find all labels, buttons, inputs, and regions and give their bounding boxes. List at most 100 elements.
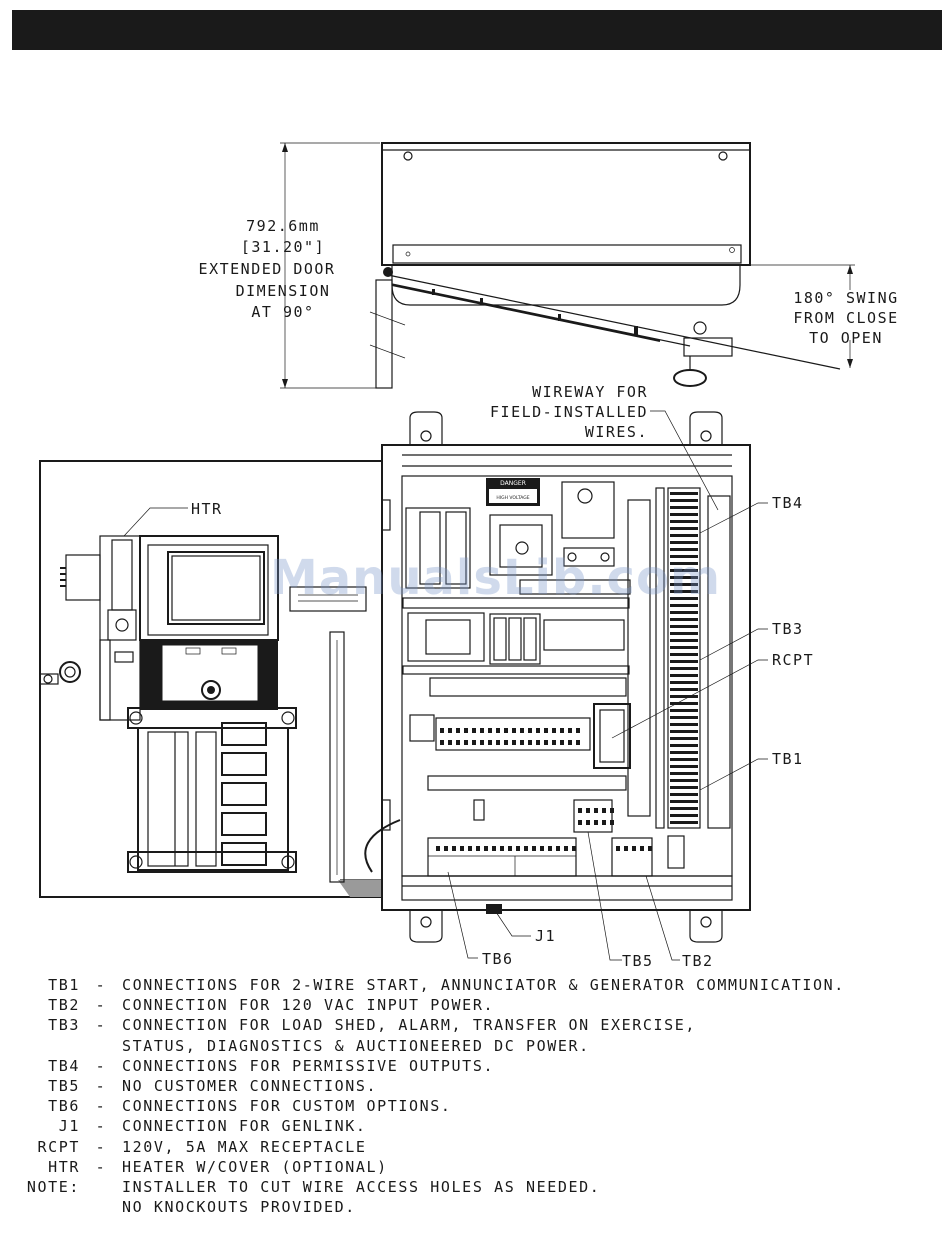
dimension-desc-1: EXTENDED DOOR (199, 260, 336, 278)
terminal-mark (670, 786, 698, 789)
terminal-mark (440, 728, 444, 733)
terminal-mark (610, 820, 614, 825)
terminal-mark (520, 728, 524, 733)
legend-row: TB2-CONNECTION FOR 120 VAC INPUT POWER. (22, 995, 937, 1015)
terminal-mark (670, 772, 698, 775)
terminal-mark (472, 728, 476, 733)
terminal-mark (670, 562, 698, 565)
dimension-desc-3: AT 90° (251, 303, 314, 321)
legend-row: TB5-NO CUSTOMER CONNECTIONS. (22, 1076, 937, 1096)
terminal-mark (670, 779, 698, 782)
terminal-mark (670, 604, 698, 607)
terminal-mark (548, 846, 552, 851)
terminal-mark (556, 846, 560, 851)
legend: TB1-CONNECTIONS FOR 2-WIRE START, ANNUNC… (22, 975, 937, 1217)
legend-desc: CONNECTIONS FOR PERMISSIVE OUTPUTS. (122, 1056, 495, 1075)
callout-tb3: TB3 (772, 620, 804, 638)
legend-row: RCPT-120V, 5A MAX RECEPTACLE (22, 1137, 937, 1157)
legend-desc: CONNECTION FOR LOAD SHED, ALARM, TRANSFE… (122, 1016, 697, 1035)
terminal-mark (508, 846, 512, 851)
terminal-mark (670, 534, 698, 537)
terminal-mark (586, 820, 590, 825)
top-view (280, 142, 855, 389)
danger-label: DANGER (500, 480, 526, 487)
legend-key: TB1 (48, 976, 80, 994)
terminal-mark (484, 846, 488, 851)
note-row: NOTE: INSTALLER TO CUT WIRE ACCESS HOLES… (22, 1177, 937, 1197)
terminal-mark (594, 808, 598, 813)
terminal-mark (602, 808, 606, 813)
terminal-mark (586, 808, 590, 813)
terminal-mark (578, 820, 582, 825)
terminal-mark (670, 688, 698, 691)
terminal-mark (560, 740, 564, 745)
terminal-mark (670, 590, 698, 593)
terminal-mark (648, 846, 652, 851)
terminal-mark (670, 751, 698, 754)
terminal-mark (464, 728, 468, 733)
terminal-mark (536, 728, 540, 733)
legend-row: J1-CONNECTION FOR GENLINK. (22, 1116, 937, 1136)
terminal-mark (670, 583, 698, 586)
terminal-mark (444, 846, 448, 851)
note-row: NO KNOCKOUTS PROVIDED. (22, 1197, 937, 1217)
dimension-desc-2: DIMENSION (236, 282, 331, 300)
note-line-2: NO KNOCKOUTS PROVIDED. (122, 1198, 356, 1217)
terminal-mark (560, 728, 564, 733)
wireway-label-3: WIRES. (585, 423, 648, 441)
legend-desc: CONNECTION FOR 120 VAC INPUT POWER. (122, 996, 495, 1015)
terminal-mark (670, 632, 698, 635)
terminal-mark (670, 520, 698, 523)
terminal-mark (670, 653, 698, 656)
callout-tb6: TB6 (482, 950, 514, 968)
callout-tb2: TB2 (682, 952, 714, 970)
terminal-mark (540, 846, 544, 851)
terminal-mark (496, 740, 500, 745)
terminal-mark (670, 597, 698, 600)
terminal-mark (528, 740, 532, 745)
terminal-mark (456, 728, 460, 733)
legend-key: TB6 (48, 1097, 80, 1116)
terminal-mark (640, 846, 644, 851)
legend-key: TB5 (48, 1077, 80, 1096)
terminal-mark (448, 728, 452, 733)
terminal-mark (516, 846, 520, 851)
terminal-mark (670, 709, 698, 712)
terminal-mark (670, 555, 698, 558)
terminal-mark (544, 728, 548, 733)
dimension-imperial: [31.20"] (241, 238, 325, 256)
legend-row: TB4-CONNECTIONS FOR PERMISSIVE OUTPUTS. (22, 1056, 937, 1076)
terminal-mark (670, 716, 698, 719)
swing-label-3: TO OPEN (809, 329, 883, 347)
terminal-mark (436, 846, 440, 851)
terminal-mark (624, 846, 628, 851)
terminal-mark (670, 611, 698, 614)
wireway-label-2: FIELD-INSTALLED (490, 403, 648, 421)
callout-tb4: TB4 (772, 494, 804, 512)
terminal-mark (670, 793, 698, 796)
terminal-mark (670, 548, 698, 551)
terminal-mark (552, 728, 556, 733)
terminal-mark (670, 625, 698, 628)
note-line-1: INSTALLER TO CUT WIRE ACCESS HOLES AS NE… (122, 1178, 601, 1197)
terminal-mark (568, 740, 572, 745)
legend-desc: STATUS, DIAGNOSTICS & AUCTIONEERED DC PO… (122, 1036, 590, 1055)
terminal-mark (670, 814, 698, 817)
terminal-mark (536, 740, 540, 745)
terminal-mark (524, 846, 528, 851)
terminal-mark (670, 541, 698, 544)
terminal-mark (488, 728, 492, 733)
terminal-mark (632, 846, 636, 851)
terminal-mark (670, 527, 698, 530)
legend-desc: CONNECTIONS FOR 2-WIRE START, ANNUNCIATO… (122, 976, 845, 994)
legend-desc: CONNECTIONS FOR CUSTOM OPTIONS. (122, 1097, 452, 1116)
callout-tb1: TB1 (772, 750, 804, 768)
dimension-metric: 792.6mm (246, 217, 320, 235)
terminal-mark (576, 728, 580, 733)
legend-key (22, 1036, 80, 1056)
legend-key: HTR (48, 1157, 80, 1176)
terminal-mark (472, 740, 476, 745)
callout-htr: HTR (191, 500, 223, 518)
terminal-mark (552, 740, 556, 745)
terminal-mark (616, 846, 620, 851)
